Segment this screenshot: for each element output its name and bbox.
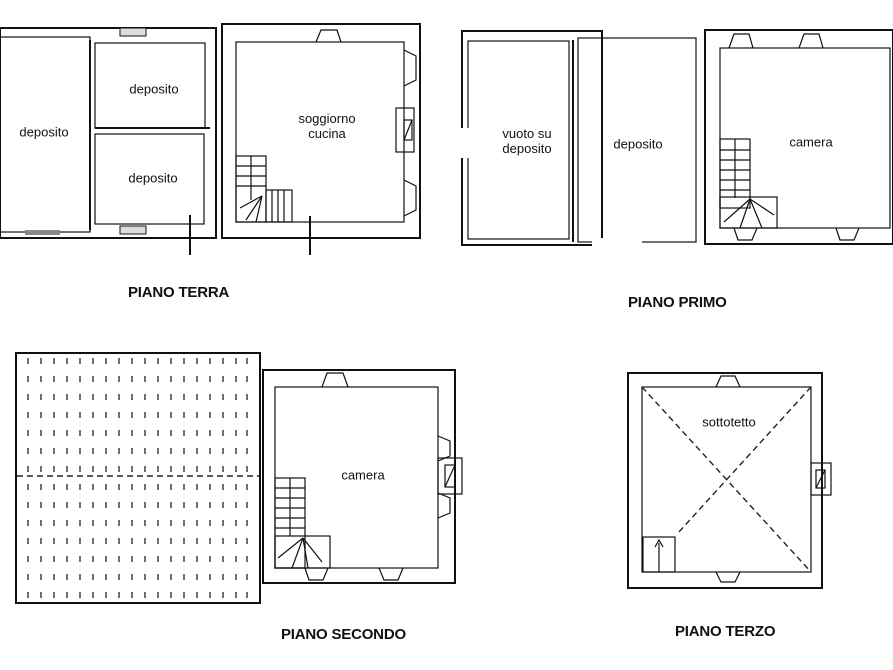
room-label-line: deposito (502, 141, 552, 156)
room-label-camera: camera (789, 134, 833, 150)
staircase (274, 477, 331, 569)
floor-title-third: PIANO TERZO (675, 623, 776, 640)
room-label-line: vuoto su (502, 126, 552, 141)
room-label-camera: camera (341, 467, 385, 483)
room-label-sottotetto: sottotetto (702, 414, 756, 430)
room-label-line: soggiorno (298, 111, 356, 126)
floor-title-second: PIANO SECONDO (281, 626, 406, 643)
room-label-deposito: deposito (613, 136, 663, 152)
room-label-deposito-3: deposito (128, 170, 178, 186)
third-floor-plan (627, 372, 832, 589)
first-floor-plan (455, 29, 893, 246)
room-label-soggiorno-cucina: soggiorno cucina (298, 111, 355, 141)
roof-hatching (27, 358, 248, 598)
floor-title-first: PIANO PRIMO (628, 294, 727, 311)
ground-floor-plan (0, 23, 421, 255)
floor-title-ground: PIANO TERRA (128, 284, 230, 301)
room-label-deposito-1: deposito (19, 124, 69, 140)
second-floor-plan (15, 352, 463, 604)
staircase (235, 155, 293, 223)
staircase (719, 138, 778, 229)
staircase (642, 536, 676, 573)
room-label-line: cucina (308, 126, 346, 141)
room-label-vuoto-su-deposito: vuoto su deposito (502, 126, 551, 156)
room-label-deposito-2: deposito (129, 81, 179, 97)
